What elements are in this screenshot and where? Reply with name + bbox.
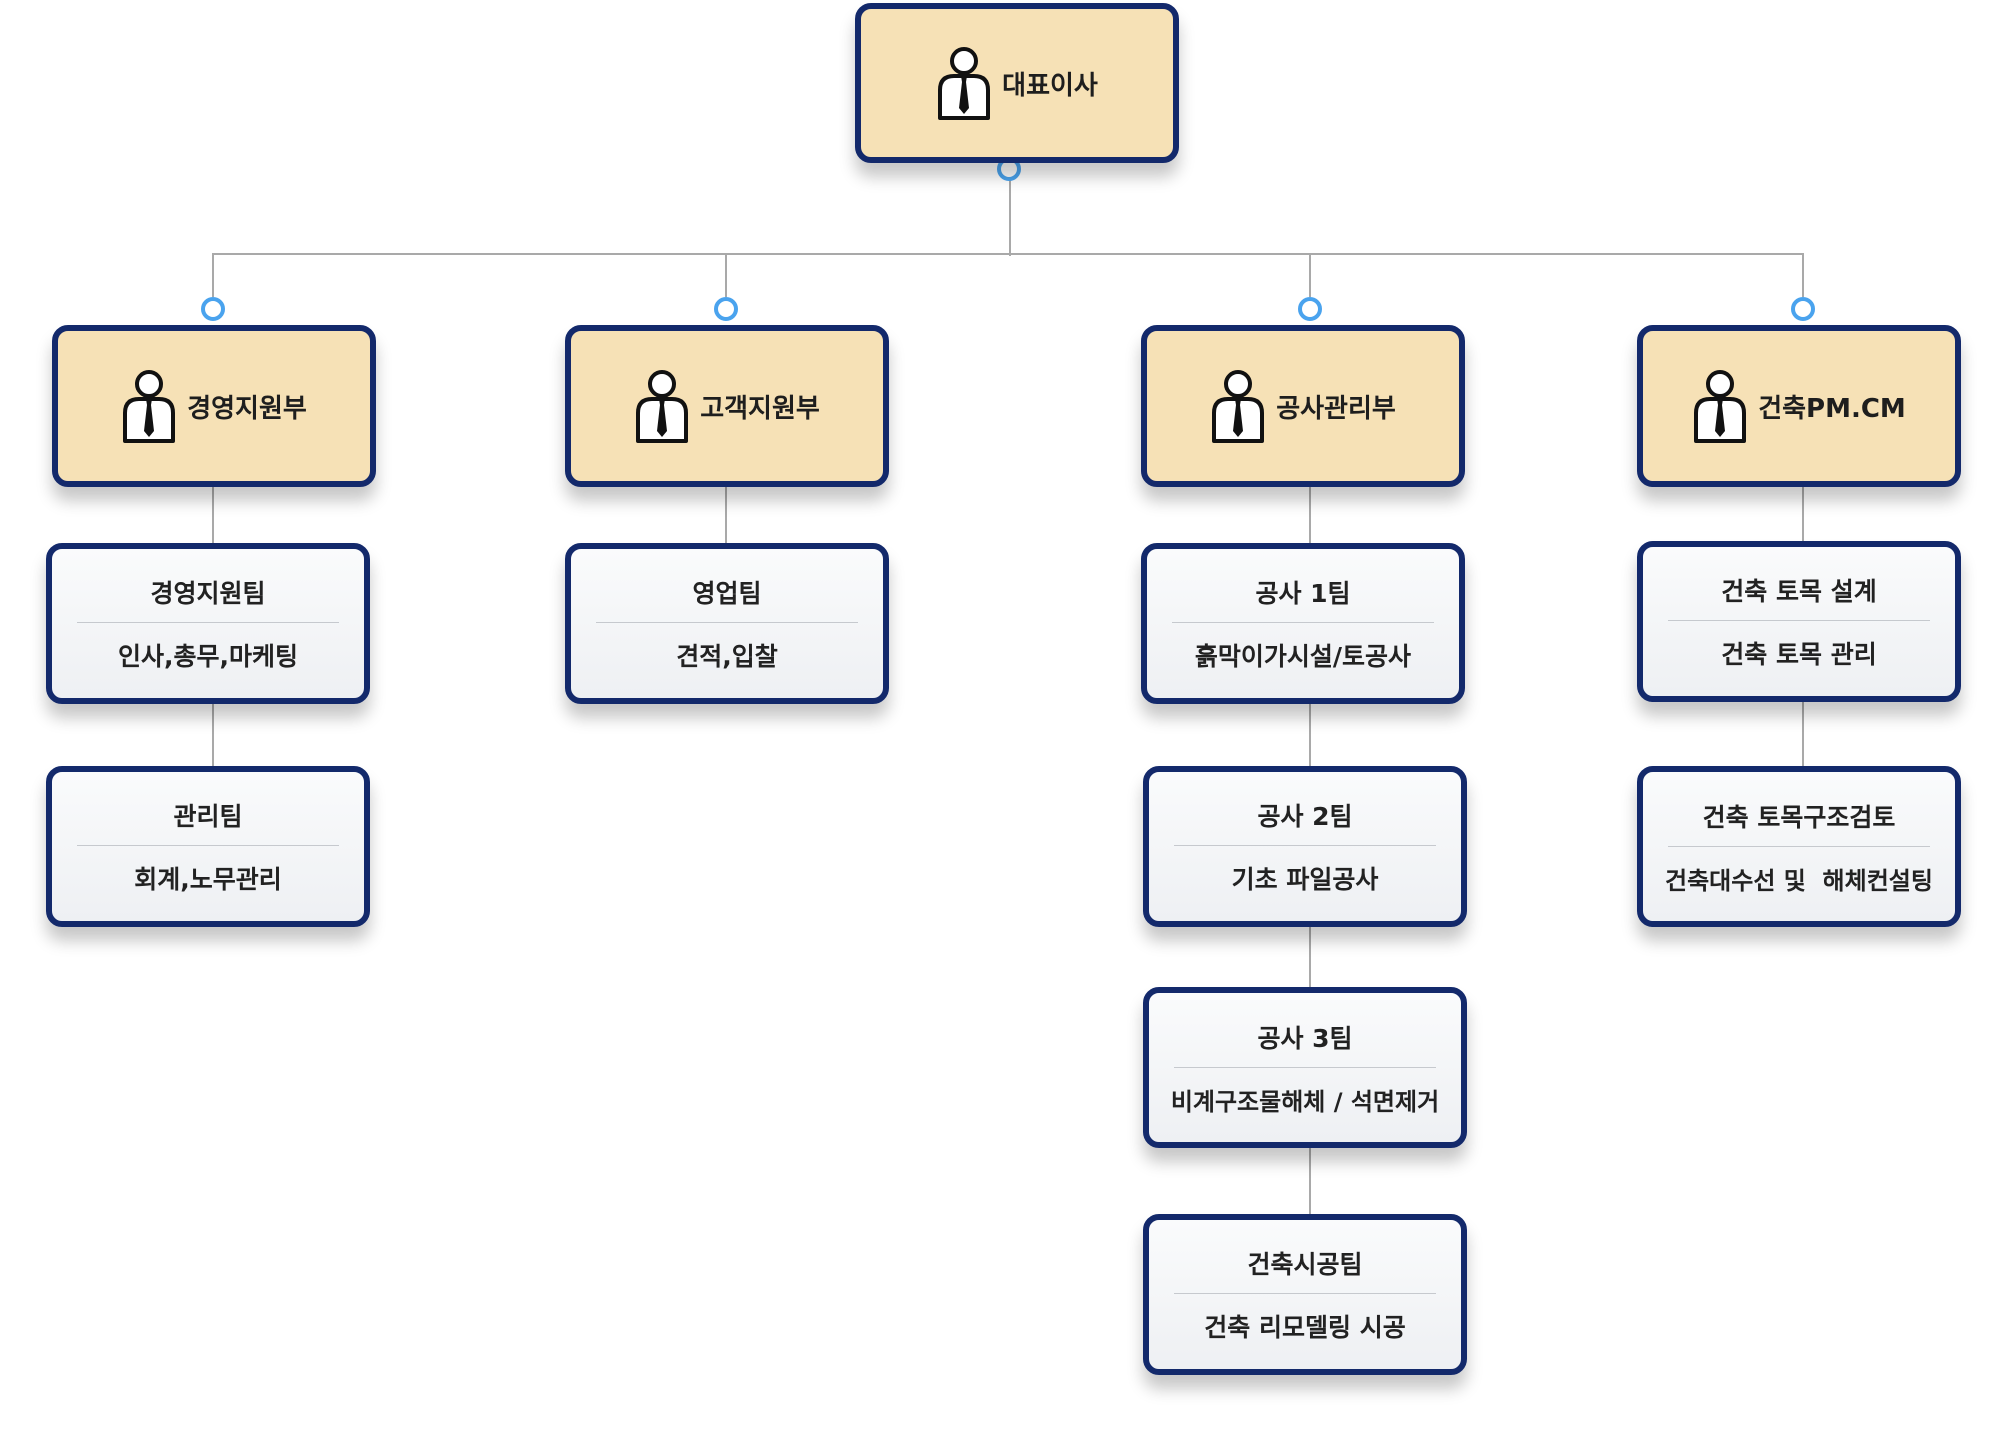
person-icon — [636, 370, 689, 443]
team-box: 건축시공팀 건축 리모델링 시공 — [1143, 1214, 1467, 1375]
team-box: 공사 1팀 흙막이가시설/토공사 — [1141, 543, 1465, 704]
team-description: 견적,입찰 — [676, 642, 778, 671]
team-description: 건축 토목 관리 — [1721, 640, 1877, 669]
connector-line — [1802, 253, 1804, 297]
team-description: 비계구조물해체 / 석면제거 — [1170, 1087, 1440, 1116]
dept-label: 건축PM.CM — [1758, 393, 1906, 424]
connector-line — [1309, 485, 1311, 545]
team-box: 공사 2팀 기초 파일공사 — [1143, 766, 1467, 927]
team-description: 건축대수선 및 해체컨설팅 — [1665, 866, 1933, 895]
connector-line — [725, 253, 727, 297]
person-icon — [938, 47, 991, 120]
connector-line — [212, 485, 214, 545]
connector-line — [212, 253, 214, 297]
team-name: 건축 토목 설계 — [1667, 572, 1931, 621]
team-box: 건축 토목구조검토 건축대수선 및 해체컨설팅 — [1637, 766, 1961, 927]
connector-dot — [201, 297, 225, 321]
team-name: 공사 2팀 — [1173, 797, 1437, 846]
connector-line — [212, 253, 1803, 255]
dept-box-architecture-pm-cm: 건축PM.CM — [1637, 325, 1961, 487]
connector-line — [1802, 700, 1804, 768]
team-box: 영업팀 견적,입찰 — [565, 543, 889, 704]
dept-box-management-support: 경영지원부 — [52, 325, 376, 487]
connector-line — [212, 702, 214, 768]
ceo-box: 대표이사 — [855, 3, 1179, 163]
person-icon — [123, 370, 176, 443]
team-box: 공사 3팀 비계구조물해체 / 석면제거 — [1143, 987, 1467, 1148]
connector-line — [1309, 702, 1311, 770]
team-name: 경영지원팀 — [76, 574, 340, 623]
connector-dot — [1791, 297, 1815, 321]
team-description: 건축 리모델링 시공 — [1204, 1313, 1406, 1342]
team-name: 관리팀 — [76, 797, 340, 846]
dept-label: 공사관리부 — [1276, 393, 1396, 424]
connector-line — [1309, 253, 1311, 297]
connector-dot — [1298, 297, 1322, 321]
connector-line — [1802, 485, 1804, 543]
team-description: 기초 파일공사 — [1231, 865, 1379, 894]
team-description: 회계,노무관리 — [134, 865, 282, 894]
team-name: 영업팀 — [595, 574, 859, 623]
team-description: 흙막이가시설/토공사 — [1194, 642, 1412, 671]
team-name: 건축시공팀 — [1173, 1245, 1437, 1294]
team-description: 인사,총무,마케팅 — [118, 642, 298, 671]
person-icon — [1212, 370, 1265, 443]
team-box: 건축 토목 설계 건축 토목 관리 — [1637, 541, 1961, 702]
ceo-label: 대표이사 — [1002, 70, 1098, 101]
team-box: 경영지원팀 인사,총무,마케팅 — [46, 543, 370, 704]
connector-dot — [714, 297, 738, 321]
connector-line — [1009, 168, 1011, 256]
dept-box-construction-management: 공사관리부 — [1141, 325, 1465, 487]
team-name: 공사 3팀 — [1173, 1019, 1437, 1068]
team-name: 공사 1팀 — [1171, 574, 1435, 623]
team-name: 건축 토목구조검토 — [1667, 798, 1931, 847]
dept-label: 고객지원부 — [700, 393, 820, 424]
connector-line — [1309, 924, 1311, 991]
dept-box-customer-support: 고객지원부 — [565, 325, 889, 487]
dept-label: 경영지원부 — [187, 393, 307, 424]
team-box: 관리팀 회계,노무관리 — [46, 766, 370, 927]
connector-line — [725, 485, 727, 545]
person-icon — [1694, 370, 1747, 443]
connector-line — [1309, 1144, 1311, 1216]
